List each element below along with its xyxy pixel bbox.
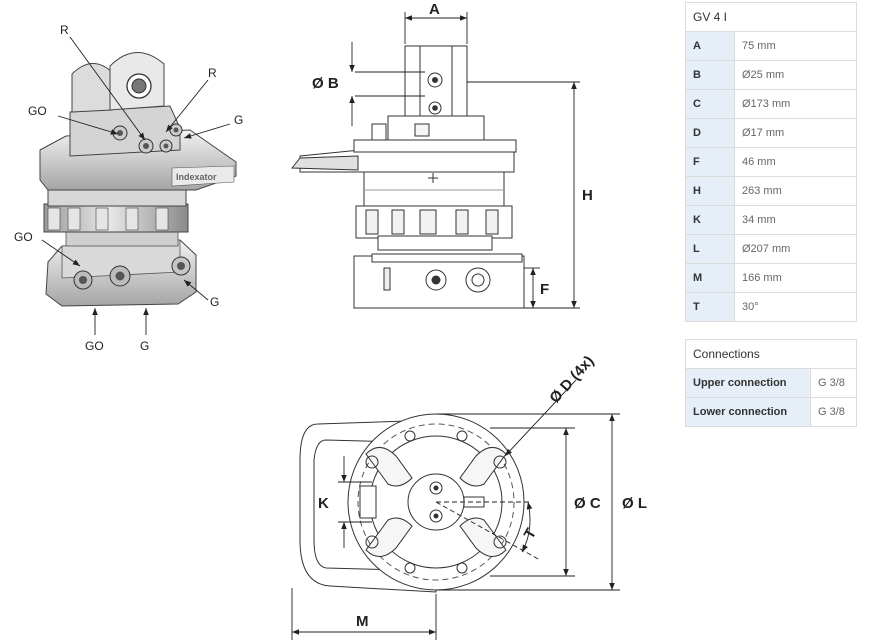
row-value: G 3/8 <box>810 368 857 398</box>
row-value: Ø173 mm <box>734 89 857 119</box>
row-key: F <box>685 147 735 177</box>
row-value: 75 mm <box>734 31 857 61</box>
brand-mark: Indexator <box>176 172 217 182</box>
callout-r-right: R <box>208 66 217 80</box>
spec-table-title: GV 4 I <box>685 2 857 32</box>
dim-label-f: F <box>540 281 549 298</box>
row-key: C <box>685 89 735 119</box>
row-value: Ø17 mm <box>734 118 857 148</box>
dim-label-a: A <box>429 1 440 18</box>
row-value: Ø207 mm <box>734 234 857 264</box>
plan-view <box>299 413 525 593</box>
row-value: G 3/8 <box>810 397 857 427</box>
dim-label-h: H <box>582 187 593 204</box>
row-key: T <box>685 292 735 322</box>
row-key: B <box>685 60 735 90</box>
callout-g-mid: G <box>210 295 219 309</box>
row-value: 30° <box>734 292 857 322</box>
dim-label-t: T <box>521 526 540 542</box>
dim-label-d: Ø D (4x) <box>546 353 597 407</box>
row-value: 166 mm <box>734 263 857 293</box>
row-value: 46 mm <box>734 147 857 177</box>
callout-g-top: G <box>234 113 243 127</box>
row-key: L <box>685 234 735 264</box>
side-elevation-view <box>290 45 525 309</box>
dim-label-m: M <box>356 613 369 630</box>
callout-g-bottom: G <box>140 339 149 353</box>
connections-table-title: Connections <box>685 339 857 369</box>
row-key: Lower connection <box>685 397 811 427</box>
callout-r-left: R <box>60 23 69 37</box>
row-key: H <box>685 176 735 206</box>
dim-label-b: Ø B <box>312 75 339 92</box>
row-key: Upper connection <box>685 368 811 398</box>
callout-go-top: GO <box>28 104 47 118</box>
row-key: M <box>685 263 735 293</box>
callout-go-mid: GO <box>14 230 33 244</box>
callout-go-bottom: GO <box>85 339 104 353</box>
dim-label-l: Ø L <box>622 495 647 512</box>
technical-drawing: Indexator R R GO G GO G GO G <box>14 1 647 640</box>
dim-label-k: K <box>318 495 329 512</box>
row-key: K <box>685 205 735 235</box>
row-key: D <box>685 118 735 148</box>
row-value: Ø25 mm <box>734 60 857 90</box>
dim-label-c: Ø C <box>574 495 601 512</box>
row-value: 263 mm <box>734 176 857 206</box>
row-value: 34 mm <box>734 205 857 235</box>
rotator-3d-view: Indexator <box>39 52 237 307</box>
row-key: A <box>685 31 735 61</box>
